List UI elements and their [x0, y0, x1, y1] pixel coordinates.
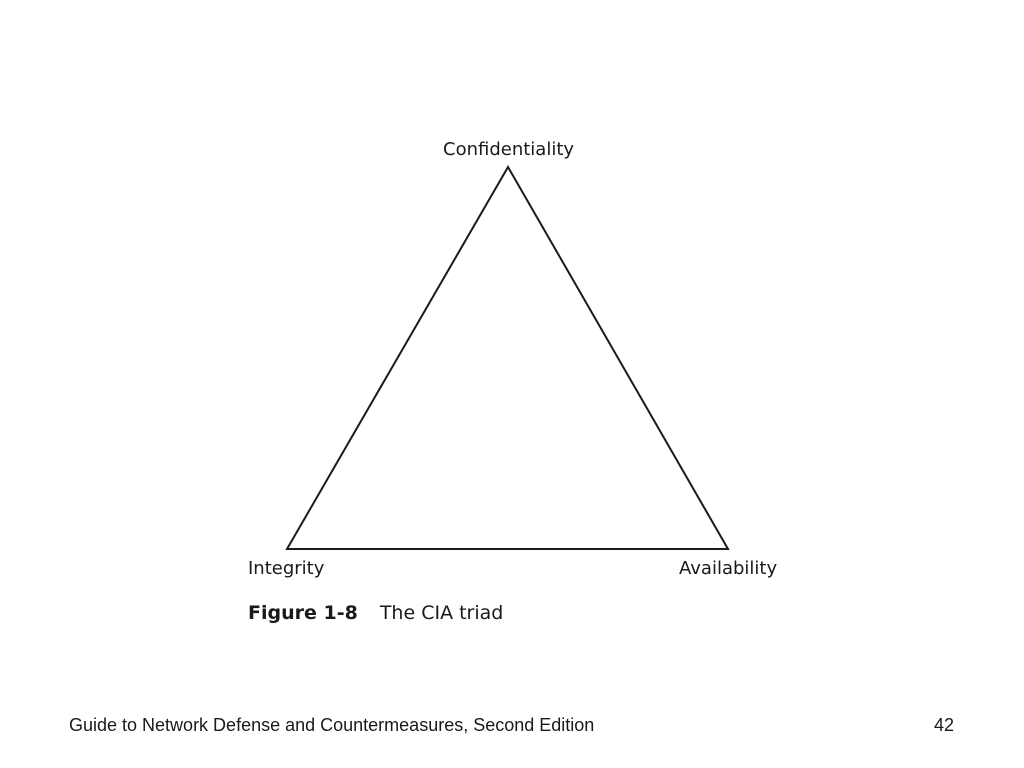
figure-caption: Figure 1-8 The CIA triad — [248, 604, 503, 623]
footer-book-title: Guide to Network Defense and Countermeas… — [69, 715, 595, 735]
vertex-label-availability: Availability — [679, 558, 778, 579]
vertex-label-confidentiality: Confidentiality — [443, 139, 575, 160]
vertex-label-integrity: Integrity — [248, 558, 325, 579]
figure-caption-text: The CIA triad — [379, 602, 504, 624]
cia-triangle — [285, 164, 730, 550]
figure-number: Figure 1-8 — [248, 602, 358, 624]
footer-page-number: 42 — [933, 715, 954, 735]
